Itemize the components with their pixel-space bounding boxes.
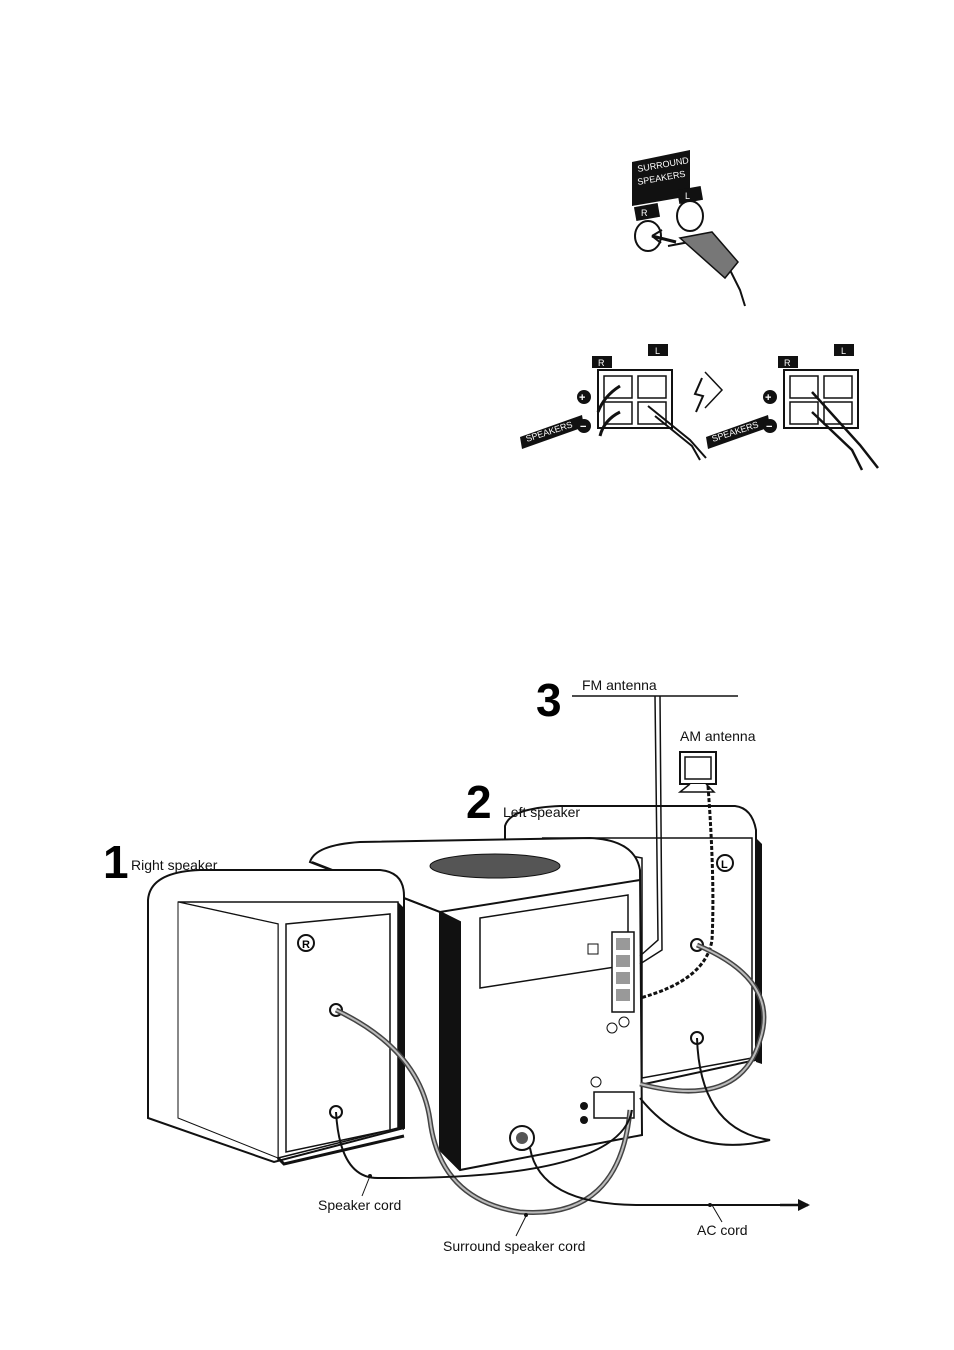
ac-arrow	[798, 1199, 810, 1211]
jack-l-tag: L	[685, 191, 690, 201]
surround-jack-illustration: SURROUND SPEAKERS R L	[632, 150, 745, 306]
jack-r-tag: R	[641, 208, 648, 218]
step-1-label: Right speaker	[131, 857, 218, 873]
antenna-terminal-box	[588, 944, 598, 954]
step-2-label: Left speaker	[503, 804, 580, 820]
ac-cord-label: AC cord	[697, 1222, 748, 1238]
right-speaker-cabinet: R	[148, 870, 404, 1164]
minus-mark-2: −	[766, 421, 772, 433]
surround-cord-label: Surround speaker cord	[443, 1238, 585, 1254]
fm-antenna-label: FM antenna	[582, 677, 657, 693]
terminal-illustration-before: SPEAKERS R L + −	[520, 344, 706, 460]
top-vent	[430, 854, 560, 878]
terminal-r-tag-1: R	[598, 358, 605, 368]
left-badge-text: L	[721, 859, 728, 871]
speaker-cord-label: Speaker cord	[318, 1197, 401, 1213]
plus-mark-1: +	[579, 392, 585, 404]
plus-mark-2: +	[765, 392, 771, 404]
step-2-number: 2	[466, 776, 492, 828]
terminal-l-tag-2: L	[841, 346, 846, 356]
terminal-illustration-after: SPEAKERS R L + −	[706, 344, 878, 470]
jack-socket-l	[677, 201, 703, 231]
step-1-number: 1	[103, 836, 129, 888]
terminal-l-tag-1: L	[655, 346, 660, 356]
minus-mark-1: −	[580, 421, 586, 433]
am-antenna-label: AM antenna	[680, 728, 756, 744]
step-arrow	[695, 372, 722, 412]
rca-plug	[680, 232, 738, 278]
step-3-number: 3	[536, 674, 562, 726]
right-badge-text: R	[302, 939, 310, 951]
terminal-r-tag-2: R	[784, 358, 791, 368]
